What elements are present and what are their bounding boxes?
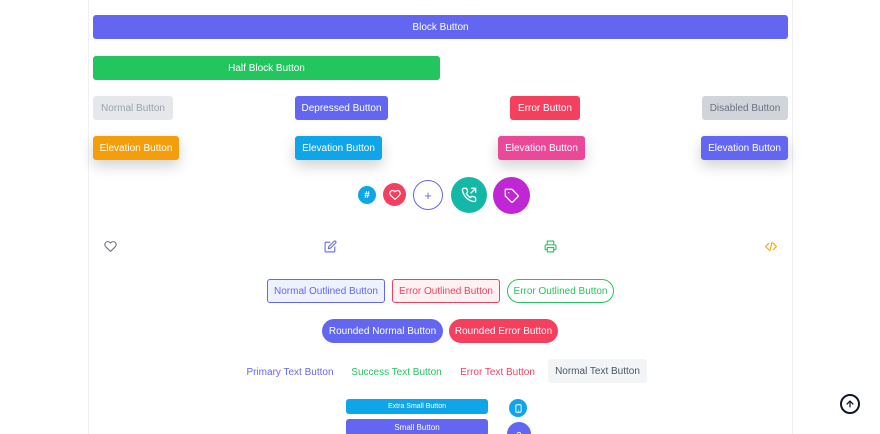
plus-icon: + [424, 187, 432, 203]
tag-icon [504, 188, 519, 203]
block-button[interactable]: Block Button [93, 15, 788, 39]
small-icon-button[interactable] [509, 399, 527, 417]
arrow-up-icon [846, 400, 854, 408]
print-button[interactable] [540, 236, 560, 256]
phone-outgoing-icon [461, 187, 477, 203]
edit-button[interactable] [320, 236, 340, 256]
heart-icon [388, 189, 401, 200]
success-outlined-button[interactable]: Error Outlined Button [507, 279, 614, 303]
success-text-button[interactable]: Success Text Button [347, 360, 446, 384]
disabled-button: Disabled Button [702, 96, 788, 120]
code-icon [765, 241, 777, 251]
fab-hash[interactable]: # [358, 186, 376, 204]
elevation-button-pink[interactable]: Elevation Button [498, 136, 585, 160]
heart-outline-button[interactable] [100, 236, 120, 256]
error-text-button[interactable]: Error Text Button [453, 360, 542, 384]
heart-outline-icon [103, 240, 117, 252]
scroll-to-top-button[interactable] [840, 394, 860, 414]
hash-icon: # [364, 189, 370, 201]
normal-text-button[interactable]: Normal Text Button [548, 359, 647, 383]
fab-plus[interactable]: + [413, 180, 443, 210]
normal-outlined-button[interactable]: Normal Outlined Button [267, 279, 385, 303]
rounded-normal-button[interactable]: Rounded Normal Button [322, 319, 443, 343]
medium-icon-button[interactable] [507, 422, 531, 434]
content-frame [88, 0, 793, 434]
elevation-button-amber[interactable]: Elevation Button [93, 136, 179, 160]
mobile-icon [514, 403, 522, 413]
depressed-button[interactable]: Depressed Button [295, 96, 388, 120]
elevation-button-indigo[interactable]: Elevation Button [701, 136, 788, 160]
fab-tag[interactable] [493, 177, 530, 214]
error-button[interactable]: Error Button [510, 96, 580, 120]
printer-icon [544, 240, 556, 252]
extra-small-button[interactable]: Extra Small Button [346, 399, 488, 414]
settings-icon [516, 431, 522, 434]
small-button[interactable]: Small Button [346, 419, 488, 434]
half-block-button[interactable]: Half Block Button [93, 56, 440, 80]
rounded-error-button[interactable]: Rounded Error Button [449, 319, 558, 343]
fab-phone[interactable] [451, 177, 487, 213]
code-button[interactable] [761, 236, 781, 256]
error-outlined-button[interactable]: Error Outlined Button [392, 279, 500, 303]
edit-icon [324, 239, 337, 252]
elevation-button-sky[interactable]: Elevation Button [295, 136, 382, 160]
normal-button[interactable]: Normal Button [93, 96, 173, 120]
primary-text-button[interactable]: Primary Text Button [240, 360, 340, 384]
fab-heart[interactable] [383, 183, 406, 206]
